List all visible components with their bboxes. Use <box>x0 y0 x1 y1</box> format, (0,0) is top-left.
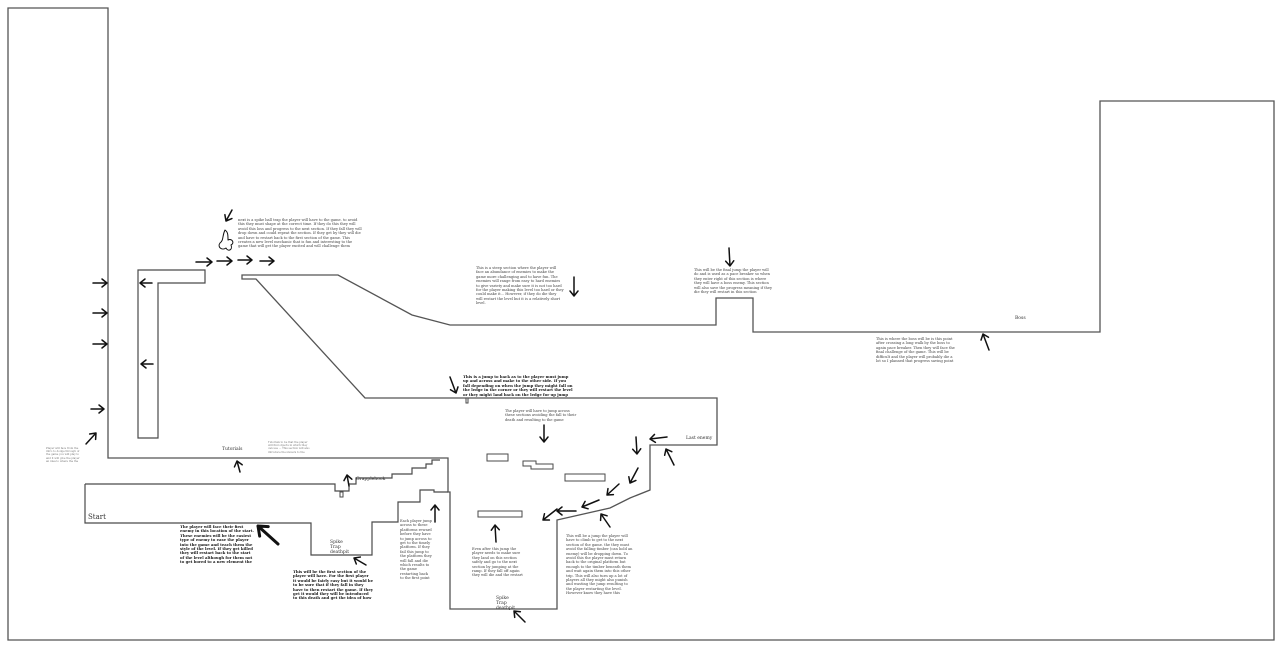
tutorials-label: Tutorials <box>222 447 243 452</box>
direction-arrow-icon <box>430 504 440 523</box>
spike-trap-label-2: Spike Trap deathpit <box>496 596 516 611</box>
boss-label: Boss <box>1015 316 1026 321</box>
direction-arrow-icon <box>724 247 735 267</box>
platform-2 <box>522 460 554 470</box>
note-tutorial: Tutorials to be that the player will fin… <box>268 441 310 453</box>
direction-arrow-icon <box>233 460 243 473</box>
spike-ball-icon <box>218 229 234 251</box>
direction-arrow-icon <box>449 376 459 394</box>
note-upper-jump: This is a jump to back as to the player … <box>463 375 573 397</box>
direction-arrow-icon <box>490 524 501 543</box>
note-spike-ball: next is a spike ball trap the player wil… <box>238 218 362 248</box>
last-enemy-label: Last enemy <box>686 436 713 441</box>
direction-arrow-icon <box>628 467 639 484</box>
direction-arrow-icon <box>556 506 577 516</box>
note-left-margin: Player will face from the intro to dodge… <box>46 447 80 462</box>
direction-arrow-icon <box>195 257 213 267</box>
direction-arrow-icon <box>256 524 280 546</box>
jump-marker <box>465 397 469 404</box>
direction-arrow-icon <box>581 499 600 510</box>
outer-boundary <box>7 7 1275 641</box>
note-pit: Even after this jump the player needs to… <box>472 547 523 578</box>
direction-arrow-icon <box>663 448 675 466</box>
platform-4 <box>477 510 523 518</box>
left-pillar <box>137 269 206 439</box>
note-platforms: The player will have to jump across thes… <box>505 409 577 422</box>
note-climb: This will be a jump the player will have… <box>566 534 633 596</box>
direction-arrow-icon <box>139 278 153 288</box>
note-steep-section: This is a steep section where the player… <box>476 266 564 304</box>
direction-arrow-icon <box>92 339 108 349</box>
spike-trap-label-1: Spike Trap deathpit <box>330 540 350 555</box>
direction-arrow-icon <box>92 308 108 318</box>
platform-1 <box>486 453 509 462</box>
start-label: Start <box>88 513 106 521</box>
direction-arrow-icon <box>353 556 367 566</box>
direction-arrow-icon <box>90 404 105 414</box>
direction-arrow-icon <box>542 508 558 521</box>
direction-arrow-icon <box>85 432 97 445</box>
direction-arrow-icon <box>539 424 549 443</box>
direction-arrow-icon <box>631 436 642 455</box>
direction-arrow-icon <box>216 256 233 266</box>
direction-arrow-icon <box>513 610 526 623</box>
direction-arrow-icon <box>237 255 253 265</box>
note-spike-trap: This will be the first section of the pl… <box>293 570 373 600</box>
direction-arrow-icon <box>92 278 108 288</box>
platform-3 <box>564 473 606 482</box>
direction-arrow-icon <box>140 359 154 369</box>
note-boss-area: This is where the boss will be is this p… <box>876 337 955 364</box>
direction-arrow-icon <box>259 256 275 266</box>
direction-arrow-icon <box>649 433 668 444</box>
note-first-enemy: The player will face their first enemy i… <box>180 525 254 565</box>
start-floor <box>84 484 448 556</box>
arrows-layer <box>85 209 990 623</box>
note-stairs: Each player jump across to these platfor… <box>400 519 432 581</box>
direction-arrow-icon <box>980 333 990 351</box>
direction-arrow-icon <box>606 483 620 496</box>
direction-arrow-icon <box>569 276 579 297</box>
start-ceiling <box>85 459 440 492</box>
direction-arrow-icon <box>224 209 233 222</box>
direction-arrow-icon <box>343 474 353 487</box>
grapple-anchor <box>339 491 344 498</box>
direction-arrow-icon <box>599 513 611 528</box>
grapplehook-label: Grapplehook <box>356 477 386 482</box>
note-final-jump: This will be the final jump the player w… <box>694 268 773 295</box>
